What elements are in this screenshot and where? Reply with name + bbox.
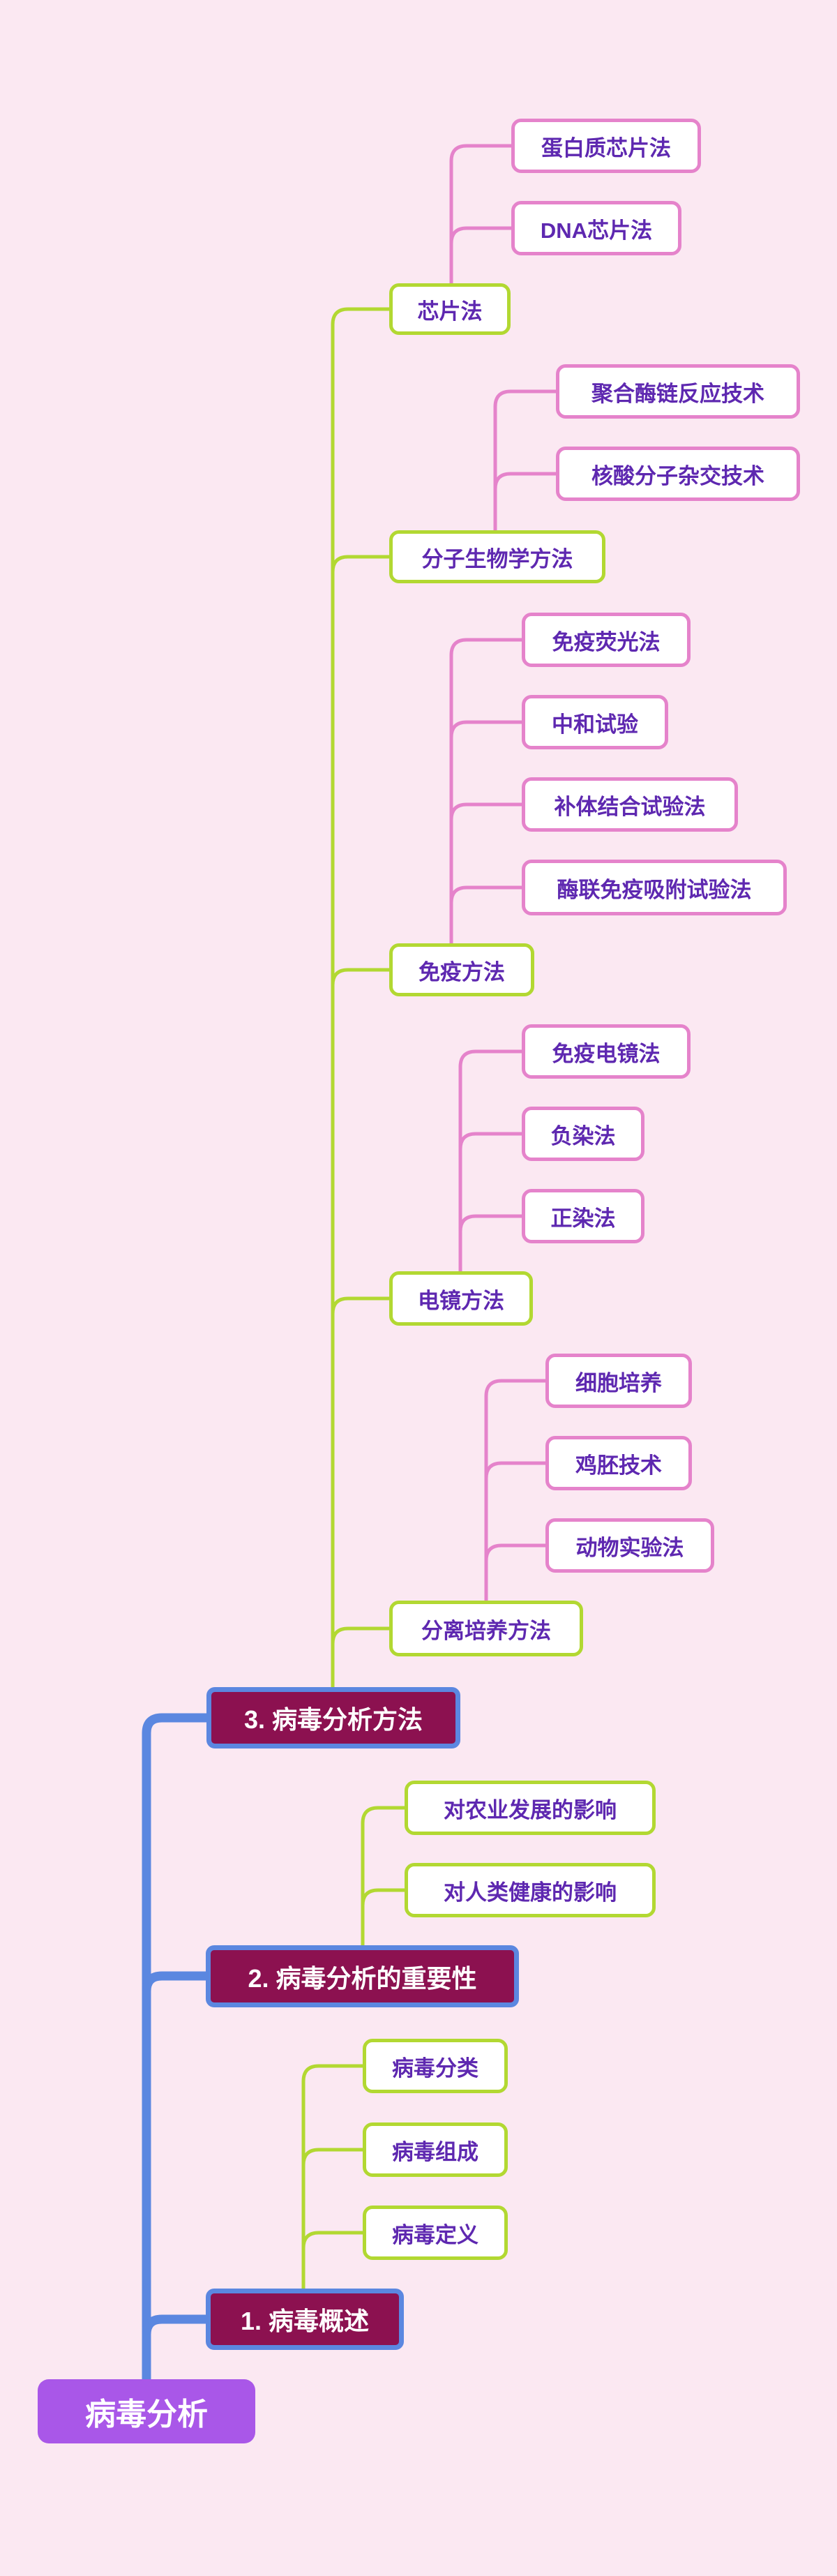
node-impact-human-health[interactable]: 对人类健康的影响 bbox=[405, 1863, 656, 1917]
node-nucleic-hybridization[interactable]: 核酸分子杂交技术 bbox=[556, 447, 800, 501]
connector-topic1-to-composition bbox=[301, 2148, 365, 2291]
connector-immune-to-fluorescence bbox=[449, 638, 524, 945]
node-pcr[interactable]: 聚合酶链反应技术 bbox=[556, 364, 800, 419]
node-immunofluorescence[interactable]: 免疫荧光法 bbox=[522, 613, 691, 667]
node-2-importance[interactable]: 2. 病毒分析的重要性 bbox=[206, 1945, 519, 2007]
connector-topic3-to-molecular bbox=[331, 555, 391, 1689]
connector-isolation-to-chick bbox=[484, 1461, 548, 1603]
connector-topic3-to-immune bbox=[331, 968, 391, 1689]
connector-molecular-to-pcr bbox=[493, 389, 558, 532]
node-impact-agriculture[interactable]: 对农业发展的影响 bbox=[405, 1781, 656, 1835]
node-dna-chip[interactable]: DNA芯片法 bbox=[511, 201, 681, 255]
connector-isolation-to-animal bbox=[484, 1543, 548, 1603]
connector-root-to-topic-2 bbox=[142, 1971, 211, 2384]
connector-immune-to-complement bbox=[449, 802, 524, 945]
node-negative-staining[interactable]: 负染法 bbox=[522, 1107, 644, 1161]
connector-topic1-to-classification bbox=[301, 2064, 365, 2291]
node-virus-classification[interactable]: 病毒分类 bbox=[363, 2039, 508, 2093]
node-3-analysis-methods[interactable]: 3. 病毒分析方法 bbox=[206, 1687, 460, 1748]
node-isolation-culture[interactable]: 分离培养方法 bbox=[389, 1601, 583, 1656]
connector-topic2-to-health bbox=[361, 1888, 407, 1947]
node-protein-chip[interactable]: 蛋白质芯片法 bbox=[511, 119, 701, 173]
connector-root-to-topic-1 bbox=[142, 2314, 211, 2384]
connector-topic3-to-isolation bbox=[331, 1626, 391, 1689]
connector-topic3-to-chip bbox=[331, 307, 391, 1689]
node-immune-method[interactable]: 免疫方法 bbox=[389, 943, 534, 996]
node-chick-embryo[interactable]: 鸡胚技术 bbox=[545, 1436, 692, 1490]
node-elisa[interactable]: 酶联免疫吸附试验法 bbox=[522, 860, 787, 915]
node-complement-fixation[interactable]: 补体结合试验法 bbox=[522, 777, 738, 832]
connector-topic1-to-definition bbox=[301, 2231, 365, 2291]
node-virus-composition[interactable]: 病毒组成 bbox=[363, 2122, 508, 2177]
connector-root-to-topic-3 bbox=[142, 1713, 211, 2384]
node-positive-staining[interactable]: 正染法 bbox=[522, 1189, 644, 1243]
node-neutralization-test[interactable]: 中和试验 bbox=[522, 695, 668, 749]
connector-molecular-to-hybridization bbox=[493, 472, 558, 532]
connector-topic2-to-agriculture bbox=[361, 1806, 407, 1947]
node-chip-method[interactable]: 芯片法 bbox=[389, 283, 511, 335]
connector-immune-to-elisa bbox=[449, 885, 524, 945]
connector-em-to-positive bbox=[458, 1214, 524, 1273]
connector-em-to-negative bbox=[458, 1132, 524, 1273]
connector-topic3-to-em bbox=[331, 1296, 391, 1689]
connector-isolation-to-cell bbox=[484, 1379, 548, 1603]
node-virus-definition[interactable]: 病毒定义 bbox=[363, 2206, 508, 2260]
connector-chip-to-protein bbox=[449, 144, 513, 285]
connector-immune-to-neutralization bbox=[449, 720, 524, 945]
node-immune-em[interactable]: 免疫电镜法 bbox=[522, 1024, 691, 1079]
node-virus-analysis-root[interactable]: 病毒分析 bbox=[38, 2379, 255, 2443]
connector-em-to-immune-em bbox=[458, 1049, 524, 1273]
node-animal-experiment[interactable]: 动物实验法 bbox=[545, 1518, 714, 1573]
connector-chip-to-dna bbox=[449, 226, 513, 285]
node-cell-culture[interactable]: 细胞培养 bbox=[545, 1354, 692, 1408]
node-em-method[interactable]: 电镜方法 bbox=[389, 1271, 533, 1326]
node-molecular-biology[interactable]: 分子生物学方法 bbox=[389, 530, 605, 583]
node-1-virus-overview[interactable]: 1. 病毒概述 bbox=[206, 2289, 404, 2350]
